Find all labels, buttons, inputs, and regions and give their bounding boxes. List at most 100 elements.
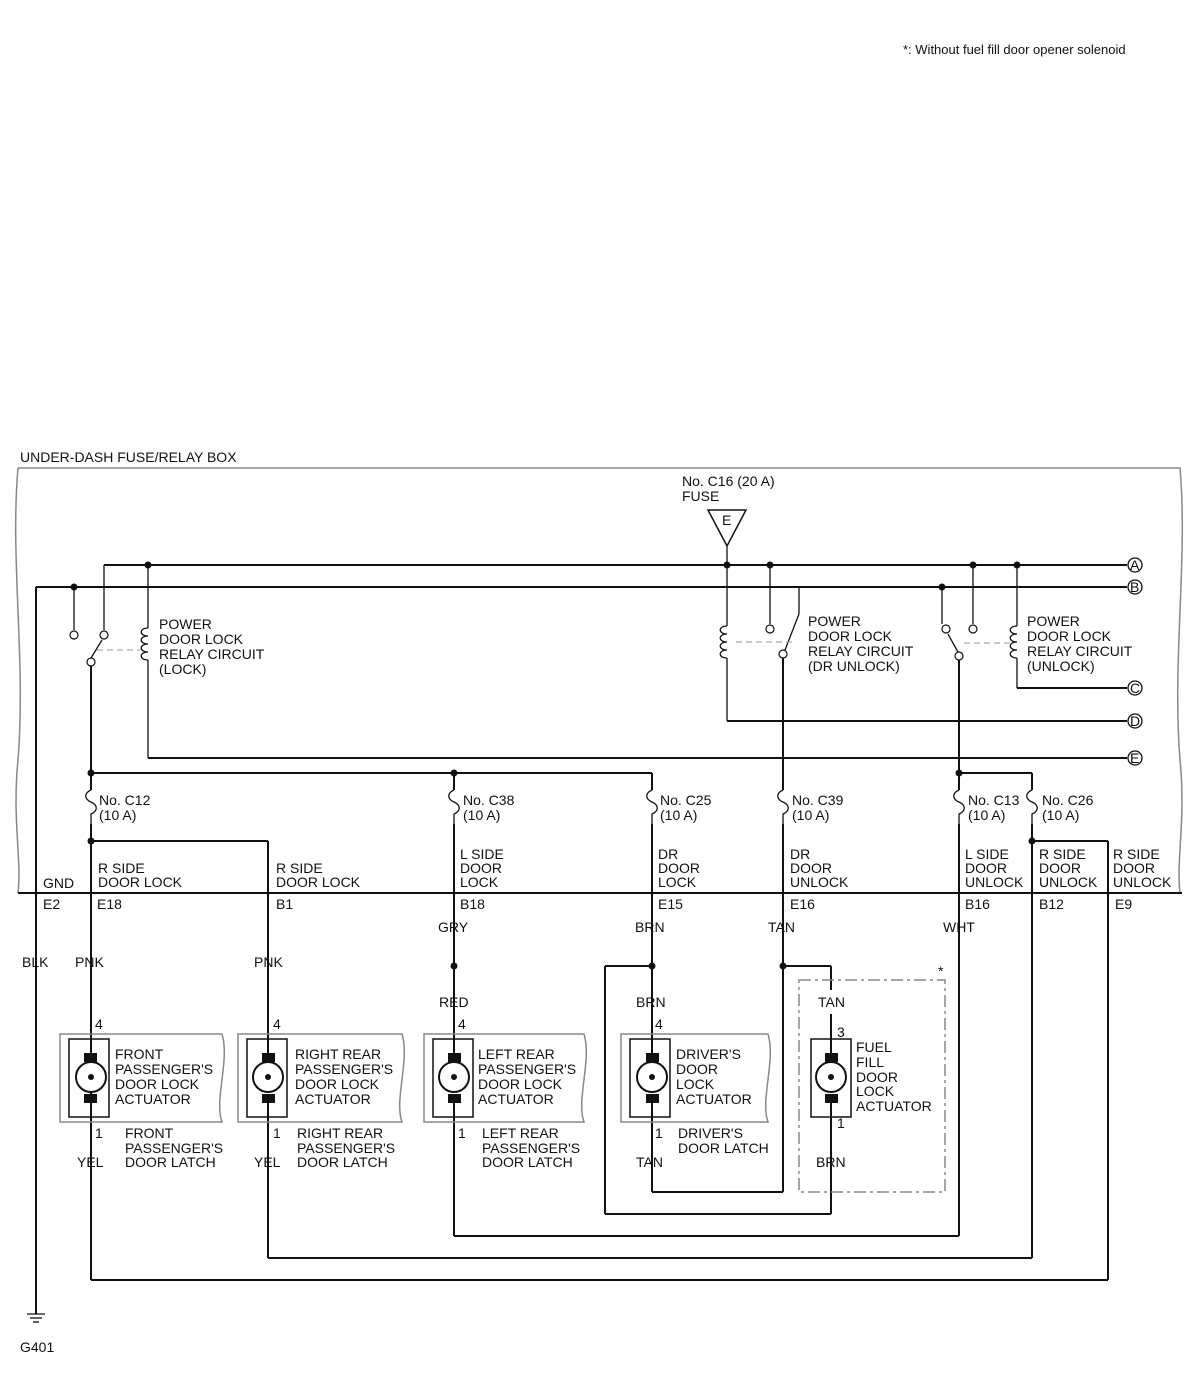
pin-number: 1 [458, 1125, 466, 1141]
svg-text:UNLOCK: UNLOCK [965, 874, 1024, 890]
svg-text:LOCK: LOCK [658, 874, 697, 890]
fuse-c16-tri-letter: E [722, 512, 731, 528]
svg-text:R SIDE: R SIDE [98, 860, 145, 876]
svg-text:R SIDE: R SIDE [276, 860, 323, 876]
fuse-c12-symbol [85, 789, 97, 824]
relay-contact [778, 649, 788, 659]
svg-text:LOCK: LOCK [676, 1076, 715, 1092]
fuse-c16-triangle [706, 509, 748, 548]
fuse-c26-symbol [1026, 789, 1038, 824]
pin-number: 4 [95, 1016, 103, 1032]
svg-text:RELAY CIRCUIT: RELAY CIRCUIT [159, 646, 265, 662]
relay-contact [954, 651, 964, 661]
svg-text:DOOR: DOOR [965, 860, 1007, 876]
relay-contact [765, 624, 775, 634]
svg-text:No. C38: No. C38 [463, 792, 515, 808]
svg-text:No. C39: No. C39 [792, 792, 844, 808]
svg-text:DOOR: DOOR [1039, 860, 1081, 876]
svg-text:LEFT REAR: LEFT REAR [478, 1046, 555, 1062]
svg-text:DOOR LATCH: DOOR LATCH [482, 1154, 573, 1170]
svg-text:ACTUATOR: ACTUATOR [295, 1091, 371, 1107]
svg-text:POWER: POWER [808, 613, 861, 629]
fuse-c25-label: No. C25(10 A) [660, 792, 712, 823]
pin-number: 4 [273, 1016, 281, 1032]
svg-text:No. C12: No. C12 [99, 792, 151, 808]
svg-text:(10 A): (10 A) [660, 807, 697, 823]
svg-text:ACTUATOR: ACTUATOR [676, 1091, 752, 1107]
wire-color-label: TAN [636, 1154, 663, 1170]
relay-contact [941, 624, 951, 634]
svg-text:DOOR LOCK: DOOR LOCK [159, 631, 244, 647]
relay-contact [968, 624, 978, 634]
svg-text:PASSENGER'S: PASSENGER'S [478, 1061, 576, 1077]
svg-text:DOOR LOCK: DOOR LOCK [808, 628, 893, 644]
svg-text:RIGHT REAR: RIGHT REAR [297, 1125, 383, 1141]
relay-dr-unlock-label: POWER DOOR LOCK RELAY CIRCUIT (DR UNLOCK… [808, 613, 914, 674]
wire-color-label: BRN [636, 994, 666, 1010]
svg-text:(10 A): (10 A) [463, 807, 500, 823]
svg-text:DOOR: DOOR [676, 1061, 718, 1077]
svg-text:POWER: POWER [1027, 613, 1080, 629]
pin-b18: B18 [460, 896, 485, 912]
svg-text:RELAY CIRCUIT: RELAY CIRCUIT [808, 643, 914, 659]
svg-text:(10 A): (10 A) [968, 807, 1005, 823]
svg-text:DOOR LOCK: DOOR LOCK [295, 1076, 380, 1092]
fuse-c39-symbol [777, 789, 789, 824]
pin-number: 4 [458, 1016, 466, 1032]
svg-text:DRIVER'S: DRIVER'S [678, 1125, 743, 1141]
pin-e15: E15 [658, 896, 683, 912]
svg-text:DOOR LOCK: DOOR LOCK [478, 1076, 563, 1092]
relay-contact [99, 630, 109, 640]
fuse-c38-label: No. C38(10 A) [463, 792, 515, 823]
fuse-c38-symbol [448, 789, 460, 824]
optional-fuel-box [798, 979, 946, 1193]
pin-e18: E18 [97, 896, 122, 912]
pin-e2: E2 [43, 896, 60, 912]
latch-right-rear-label: RIGHT REAR PASSENGER'S DOOR LATCH [297, 1125, 395, 1170]
latch-front-passenger-label: FRONT PASSENGER'S DOOR LATCH [125, 1125, 223, 1170]
latch-driver-label: DRIVER'S DOOR LATCH [678, 1125, 769, 1156]
svg-text:DOOR LATCH: DOOR LATCH [297, 1154, 388, 1170]
fuse-c12-label: No. C12(10 A) [99, 792, 151, 823]
svg-text:(10 A): (10 A) [1042, 807, 1079, 823]
svg-text:(10 A): (10 A) [99, 807, 136, 823]
relay-lock-label: POWER DOOR LOCK RELAY CIRCUIT (LOCK) [159, 616, 265, 677]
terminal-a [1127, 557, 1143, 573]
svg-text:DOOR LATCH: DOOR LATCH [125, 1154, 216, 1170]
svg-text:LOCK: LOCK [856, 1083, 895, 1099]
svg-text:DOOR LOCK: DOOR LOCK [98, 874, 183, 890]
svg-text:DOOR LOCK: DOOR LOCK [1027, 628, 1112, 644]
wire-color-label: GRY [438, 919, 469, 935]
svg-text:L SIDE: L SIDE [460, 846, 504, 862]
svg-text:(DR UNLOCK): (DR UNLOCK) [808, 658, 900, 674]
svg-text:L SIDE: L SIDE [965, 846, 1009, 862]
svg-text:DOOR: DOOR [1113, 860, 1155, 876]
relay-contact [86, 657, 96, 667]
wire-color-label: WHT [943, 919, 975, 935]
actuator-front-passenger: FRONT PASSENGER'S DOOR LOCK ACTUATOR [59, 1033, 226, 1123]
wire-color-label: BRN [635, 919, 665, 935]
actuator-right-rear: RIGHT REAR PASSENGER'S DOOR LOCK ACTUATO… [237, 1033, 406, 1123]
latch-left-rear-label: LEFT REAR PASSENGER'S DOOR LATCH [482, 1125, 580, 1170]
relay-unlock-label: POWER DOOR LOCK RELAY CIRCUIT (UNLOCK) [1027, 613, 1133, 674]
terminal-c-label: C [1130, 680, 1140, 696]
ground-label: G401 [20, 1339, 54, 1355]
terminal-c [1127, 680, 1143, 696]
svg-text:LEFT REAR: LEFT REAR [482, 1125, 559, 1141]
svg-text:DR: DR [790, 846, 810, 862]
pin-b12: B12 [1039, 896, 1064, 912]
terminal-e-label: E [1130, 750, 1139, 766]
pin-number: 1 [273, 1125, 281, 1141]
svg-text:No. C13: No. C13 [968, 792, 1020, 808]
terminal-b [1127, 579, 1143, 595]
svg-text:RIGHT REAR: RIGHT REAR [295, 1046, 381, 1062]
svg-text:PASSENGER'S: PASSENGER'S [482, 1140, 580, 1156]
svg-text:DR: DR [658, 846, 678, 862]
box-title: UNDER-DASH FUSE/RELAY BOX [20, 449, 237, 465]
svg-text:No. C25: No. C25 [660, 792, 712, 808]
